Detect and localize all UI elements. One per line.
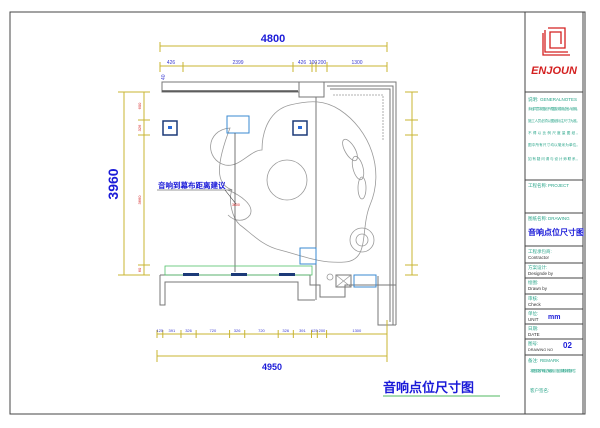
cabinet — [335, 274, 352, 288]
note-4: 如有疑问请与设计师联系。 — [528, 156, 580, 161]
check-en: Check — [528, 302, 542, 307]
drawing-en: DRAWING — [548, 216, 570, 221]
unit-en: UNIT — [528, 317, 539, 322]
dim-bottom-1: 391 — [169, 328, 176, 333]
dim-top-5: 1300 — [351, 60, 362, 66]
dim-top-0: 426 — [167, 60, 176, 66]
front-speaker-center-icon — [231, 273, 247, 276]
remark-en: REMARK — [540, 358, 559, 363]
enjoun-logo — [542, 27, 570, 56]
dim-bottom-5: 720 — [258, 328, 265, 333]
brand-name: ENJOUN — [531, 65, 578, 77]
unit-value: mm — [548, 314, 560, 321]
designer-label: 方案设计: — [528, 264, 547, 271]
left-dimensions: 3960 600 326 3660 60 — [105, 91, 150, 276]
drawing-name: 音响点位尺寸图 — [528, 227, 584, 237]
dim-left-1: 326 — [137, 124, 142, 131]
date-label: 日期: — [528, 326, 538, 332]
title-block: ENJOUN 说明: GENERALNOTES 未经同意本图纸不得复制或转给他人… — [525, 27, 584, 394]
walls — [159, 81, 397, 326]
dim-left-0: 600 — [137, 102, 142, 109]
note-0: 未经同意本图纸不得复制或转给他人使用。 — [528, 106, 580, 111]
drawn-label: 绘图: — [528, 279, 538, 286]
dim-bottom-0: 125 — [157, 328, 164, 333]
top-dimensions: 4800 426 2399 426 100 200 1300 40 — [159, 33, 388, 80]
right-dimensions — [405, 91, 418, 276]
dim-3960: 3960 — [105, 168, 121, 199]
front-speaker-left-icon — [183, 273, 199, 276]
drawing-label: 图纸名称: — [528, 215, 547, 222]
speaker-left-icon — [162, 120, 178, 136]
equipment-box — [353, 274, 377, 288]
remark-text: 本图仅供客户确认方案使用，施工前请核对现场尺寸。 — [530, 368, 578, 373]
dim-bottom-4: 326 — [234, 328, 241, 333]
drawing-title: 音响点位尺寸图 — [383, 380, 474, 395]
drawn-en: Drawn by — [528, 286, 548, 291]
dim-4950: 4950 — [262, 362, 282, 372]
dim-top-small: 40 — [161, 74, 167, 80]
dim-bottom-7: 391 — [299, 328, 306, 333]
project-label: 工程名称: — [528, 182, 547, 189]
projector-icon — [226, 115, 250, 134]
project-en: PROJECT — [548, 183, 569, 188]
designer-en: Designde by — [528, 271, 554, 276]
dim-bottom-10: 1300 — [352, 328, 362, 333]
dim-top-1: 2399 — [232, 60, 243, 66]
front-speaker-right-icon — [279, 273, 295, 276]
contractor-en: Contractor — [528, 255, 550, 260]
subwoofer-icon — [299, 247, 317, 265]
dim-bottom-9: 200 — [319, 328, 326, 333]
speaker-distance-annotation: 音响到幕布距离建议 — [158, 180, 226, 190]
dim-bottom-6: 326 — [282, 328, 289, 333]
dim-bottom-8: 125 — [311, 328, 318, 333]
note-2: 不得以比例尺度量图纸。 — [528, 130, 580, 135]
dim-top-4: 200 — [318, 60, 327, 66]
dim-top-3: 100 — [309, 60, 318, 66]
annotation-value: 3600 — [232, 203, 240, 207]
notes-label: 说明: — [528, 96, 538, 103]
dim-left-2: 3660 — [137, 195, 142, 205]
dim-top-2: 426 — [298, 60, 307, 66]
remark-label: 备注: — [528, 357, 538, 364]
note-3: 图中所有尺寸均以毫米为单位。 — [528, 142, 580, 147]
contractor-label: 工程承包商: — [528, 248, 552, 255]
notes-en: GENERALNOTES — [540, 97, 577, 102]
check-label: 审核: — [528, 295, 538, 302]
date-en: DATE — [528, 332, 540, 337]
dim-bottom-2: 326 — [185, 328, 192, 333]
dim-bottom-3: 720 — [210, 328, 217, 333]
note-1: 施工人员必须以图纸标注尺寸为准。 — [528, 118, 580, 123]
client-label: 客户签名: — [530, 387, 549, 394]
drawing-no-value: 02 — [563, 341, 572, 350]
dim-left-3: 60 — [137, 267, 142, 272]
drawing-no-label: 图号: — [528, 341, 538, 347]
speaker-right-icon — [292, 120, 308, 136]
unit-label: 单位: — [528, 310, 538, 317]
dim-4800: 4800 — [261, 33, 285, 45]
drawing-no-en: DRAWING NO — [528, 348, 553, 352]
drawing-frame — [9, 11, 586, 415]
